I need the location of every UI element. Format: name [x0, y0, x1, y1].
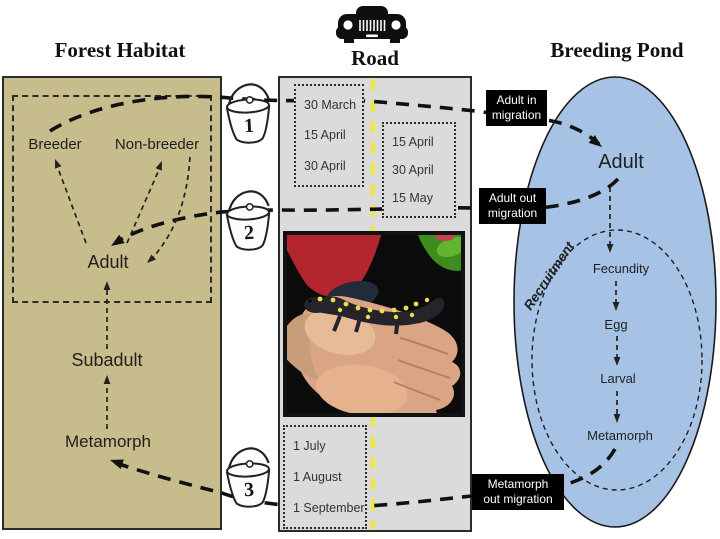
arrowhead [613, 357, 621, 366]
arrowhead [606, 244, 614, 253]
bucket-handle [227, 83, 270, 106]
arrowhead [613, 414, 621, 423]
adult-in-arrowhead [588, 135, 602, 147]
bucket-number: 2 [243, 222, 254, 244]
leaf [436, 236, 463, 258]
pond-metamorph-label: Metamorph [587, 428, 653, 443]
arrowhead [103, 281, 111, 290]
finger-highlight [316, 364, 408, 415]
photo-border [283, 231, 465, 417]
metamorph-out-arrowhead [110, 459, 124, 469]
label-line: Adult out [488, 191, 537, 205]
adult-to-breeder-arrow [55, 162, 87, 244]
pond-fecundity-label: Fecundity [592, 261, 650, 276]
forest-adult-group-box [12, 95, 212, 303]
label-line: out migration [483, 492, 553, 506]
arrowhead [612, 302, 620, 311]
spotted-salamander [304, 296, 445, 335]
arrowhead [103, 375, 111, 384]
arrowhead [55, 159, 62, 169]
forest-adult-label: Adult [87, 252, 129, 272]
forest-habitat-panel [2, 76, 222, 530]
bucket-number: 1 [243, 115, 254, 137]
arrowhead [155, 161, 162, 171]
label-line: Adult in [496, 93, 537, 107]
sampling-box-3: 1 July 1 August 1 September [283, 425, 367, 529]
sampling-date: 15 April [304, 128, 346, 143]
bucket-handle [227, 447, 270, 470]
adult-in-migration-label: Adult in migration [486, 90, 547, 126]
adult-out-migration-path [115, 177, 620, 244]
pond-adult-label: Adult [598, 151, 644, 173]
bucket-handle [227, 190, 270, 213]
forest-non-breeder-label: Non-breeder [114, 136, 200, 153]
sampling-date: 1 July [293, 439, 326, 454]
label-line: migration [491, 108, 542, 122]
pond-larval-label: Larval [600, 371, 636, 386]
forest-habitat-header: Forest Habitat [54, 38, 186, 62]
car-icon [336, 6, 408, 43]
sampling-box-2: 15 April 30 April 15 May [382, 122, 456, 218]
forest-metamorph-label: Metamorph [65, 432, 151, 451]
breeding-pond-header: Breeding Pond [550, 38, 684, 62]
pitfall-bucket-2: 2 [225, 190, 271, 251]
sampling-date: 30 March [304, 98, 357, 113]
forest-breeder-label: Breeder [28, 136, 82, 153]
bucket-number: 3 [243, 479, 254, 501]
sampling-date: 15 April [392, 135, 434, 149]
label-line: Metamorph [487, 477, 549, 491]
forest-subadult-label: Subadult [71, 350, 143, 370]
salamander-photo [283, 231, 465, 417]
adult-out-migration-label: Adult out migration [479, 188, 546, 224]
finger-creases [393, 337, 451, 401]
sampling-date: 30 April [304, 158, 346, 173]
nonbreeder-to-adult-arrow [149, 156, 191, 262]
pond-egg-label: Egg [604, 317, 628, 332]
pitfall-bucket-3: 3 [225, 447, 271, 508]
metamorph-out-migration-path [115, 448, 617, 509]
pitfall-bucket-1: 1 [225, 83, 271, 144]
arrowhead [147, 254, 156, 263]
sampling-date: 1 September [293, 500, 365, 515]
sampling-box-1: 30 March 15 April 30 April [294, 84, 364, 187]
sampling-date: 1 August [293, 469, 342, 484]
adult-in-migration-path [49, 94, 601, 146]
label-line: migration [487, 206, 538, 220]
sampling-date: 15 May [392, 191, 433, 205]
wrist [285, 313, 319, 380]
road-header: Road [351, 46, 399, 70]
adult-to-nonbreeder-arrow [126, 164, 162, 244]
recruitment-cycle-ellipse [531, 229, 703, 491]
adult-out-arrowhead [111, 234, 125, 246]
sampling-date: 30 April [392, 163, 434, 177]
metamorph-out-migration-label: Metamorph out migration [472, 474, 564, 510]
